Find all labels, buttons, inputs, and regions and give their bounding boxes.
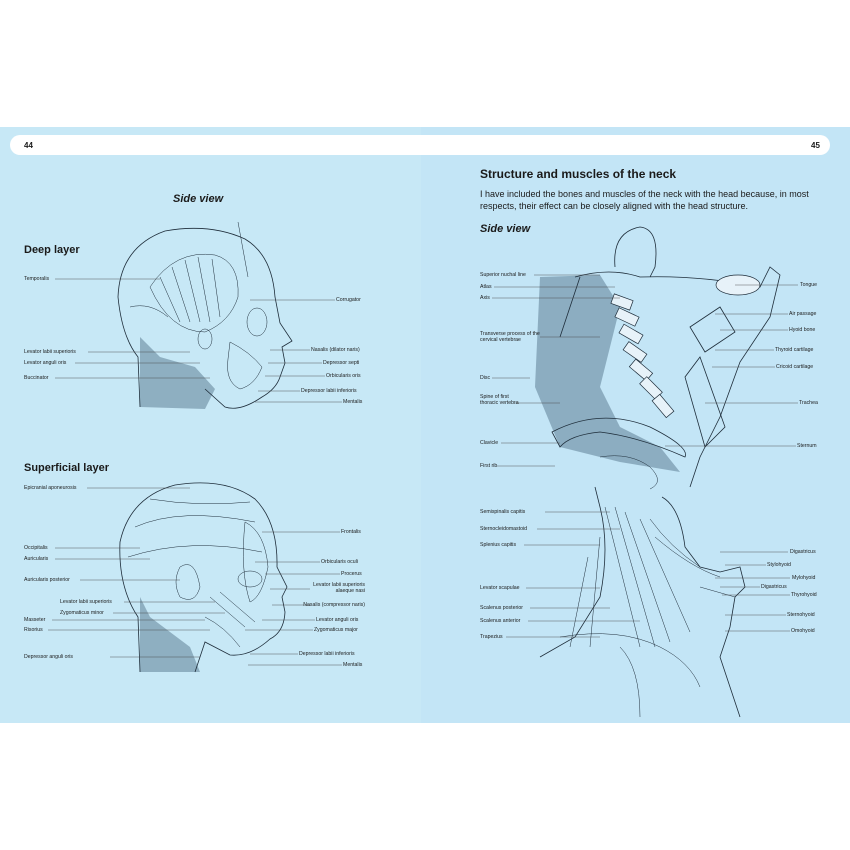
label-transverse-process: Transverse process of the cervical verte…: [480, 331, 540, 343]
book-spread: 44 45: [0, 127, 850, 723]
label-risorius: Risorius: [24, 627, 43, 633]
label-scalenus-posterior: Scalenus posterior: [480, 605, 523, 611]
label-digastricus-1: Digastricus: [790, 549, 816, 555]
label-levator-labii-alaeque-nasi: Levator labii superioris alaeque nasi: [313, 582, 365, 594]
label-orbicularis-oris: Orbicularis oris: [326, 373, 361, 379]
label-levator-labii-superioris-sup: Levator labii superioris: [60, 599, 112, 605]
label-mylohyoid: Mylohyoid: [792, 575, 816, 581]
label-atlas: Atlas: [480, 284, 492, 290]
label-spine-first-thoracic: Spine of first thoracic vertebra: [480, 394, 519, 406]
label-procerus: Procerus: [341, 571, 362, 577]
label-depressor-septi: Depressor septi: [323, 360, 360, 366]
label-mentalis-sup: Mentalis: [343, 662, 363, 668]
label-frontalis: Frontalis: [341, 529, 361, 535]
neck-skeleton-illustration: [535, 226, 781, 490]
label-zygomaticus-minor: Zygomaticus minor: [60, 610, 104, 616]
label-hyoid-bone: Hyoid bone: [789, 327, 816, 333]
label-stylohyoid: Stylohyoid: [767, 562, 791, 568]
label-splenius-capitis: Splenius capitis: [480, 542, 517, 548]
label-thyrohyoid: Thyrohyoid: [791, 592, 817, 598]
label-levator-anguli-oris: Levator anguli oris: [24, 360, 67, 366]
label-trapezius: Trapezius: [480, 634, 503, 640]
label-semispinalis-capitis: Semispinalis capitis: [480, 509, 526, 515]
label-superior-nuchal-line: Superior nuchal line: [480, 272, 526, 278]
label-cricoid-cartilage: Cricoid cartilage: [776, 364, 814, 370]
label-tongue: Tongue: [800, 282, 818, 288]
left-view-title: Side view: [173, 193, 224, 205]
label-thyroid-cartilage: Thyroid cartilage: [775, 347, 814, 353]
label-scalenus-anterior: Scalenus anterior: [480, 618, 521, 624]
label-trachea: Trachea: [799, 400, 818, 406]
left-page-number: 44: [24, 141, 33, 150]
neck-muscles-illustration: [539, 486, 746, 718]
deep-layer-heading: Deep layer: [24, 244, 80, 256]
neck-intro-paragraph: I have included the bones and muscles of…: [480, 189, 809, 211]
folio-bar: [10, 135, 830, 155]
label-orbicularis-oculi: Orbicularis oculi: [321, 559, 358, 565]
label-clavicle: Clavicle: [480, 440, 499, 446]
label-levator-labii-superioris: Levator labii superioris: [24, 349, 76, 355]
label-occipitalis: Occipitalis: [24, 545, 48, 551]
label-depressor-anguli-oris: Depressor anguli oris: [24, 654, 74, 660]
right-page: [421, 127, 850, 723]
label-corrugator: Corrugator: [336, 297, 361, 303]
label-sternohyoid: Sternohyoid: [787, 612, 815, 618]
label-omohyoid: Omohyoid: [791, 628, 815, 634]
label-depressor-labii-inferioris-sup: Depressor labii inferioris: [299, 651, 355, 657]
right-page-number: 45: [811, 141, 820, 150]
label-digastricus-2: Digastricus: [761, 584, 787, 590]
label-zygomaticus-major: Zygomaticus major: [314, 627, 358, 633]
left-page: [0, 127, 421, 723]
label-temporalis: Temporalis: [24, 276, 50, 282]
label-leader-lines: [48, 274, 798, 666]
label-nasalis-compressor: Nasalis (compressor naris): [303, 602, 365, 608]
label-nasalis-dilator: Nasalis (dilator naris): [311, 347, 360, 353]
label-buccinator: Buccinator: [24, 375, 49, 381]
label-auricularis: Auricularis: [24, 556, 49, 562]
label-auricularis-posterior: Auricularis posterior: [24, 577, 70, 583]
label-sternocleidomastoid: Sternocleidomastoid: [480, 526, 528, 532]
superficial-layer-heading: Superficial layer: [24, 462, 109, 474]
label-levator-scapulae: Levator scapulae: [480, 585, 520, 591]
neck-section-title: Structure and muscles of the neck: [480, 167, 677, 181]
label-levator-anguli-oris-sup: Levator anguli oris: [316, 617, 359, 623]
label-disc: Disc: [480, 375, 491, 381]
label-axis: Axis: [480, 295, 490, 301]
superficial-layer-head-illustration: [119, 482, 288, 673]
right-view-title: Side view: [480, 223, 531, 235]
label-air-passage: Air passage: [789, 311, 817, 317]
deep-layer-head-illustration: [117, 221, 293, 409]
anatomy-illustrations: [48, 221, 798, 718]
label-sternum: Sternum: [797, 443, 817, 449]
label-masseter: Masseter: [24, 617, 46, 623]
label-epicranial-aponeurosis: Epicranial aponeurosis: [24, 485, 77, 491]
label-depressor-labii-inferioris-deep: Depressor labii inferioris: [301, 388, 357, 394]
label-mentalis-deep: Mentalis: [343, 399, 363, 405]
label-first-rib: First rib: [480, 463, 498, 469]
